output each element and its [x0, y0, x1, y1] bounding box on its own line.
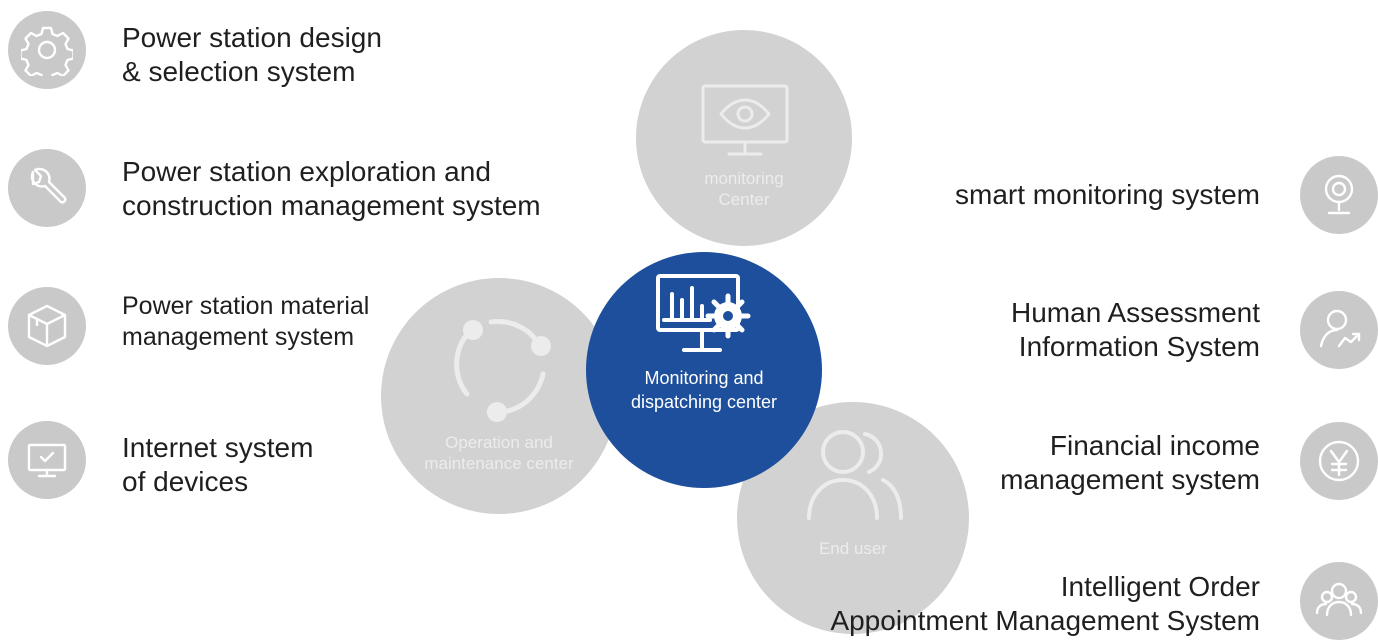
operation-center-hub: Operation and maintenance center — [381, 278, 617, 514]
person-chart-icon — [1300, 291, 1378, 369]
label-line: Internet system — [122, 432, 314, 463]
webcam-icon — [1300, 156, 1378, 234]
label-line: Information System — [1018, 331, 1260, 362]
yen-icon — [1300, 422, 1378, 500]
label-line: Financial income — [1049, 430, 1260, 461]
users-icon — [807, 430, 903, 520]
system-label-order-appointment: Intelligent Order Appointment Management… — [830, 570, 1260, 638]
label-line: Center — [718, 190, 770, 209]
monitoring-center-label: monitoring Center — [636, 168, 852, 210]
operation-center-label: Operation and maintenance center — [381, 432, 617, 474]
label-line: Power station design — [122, 22, 382, 53]
wrench-icon — [8, 149, 86, 227]
label-line: Power station material — [122, 292, 370, 320]
label-line: Power station exploration and — [122, 156, 491, 187]
end-user-label: End user — [737, 538, 969, 559]
label-line: management system — [1000, 464, 1260, 495]
system-label-iot: Internet system of devices — [122, 431, 313, 499]
label-line: & selection system — [122, 56, 356, 87]
label-line: Appointment Management System — [830, 605, 1260, 636]
monitor-check-icon — [8, 421, 86, 499]
label-line: maintenance center — [424, 454, 574, 473]
label-line: Operation and — [445, 433, 553, 452]
system-label-design: Power station design & selection system — [122, 21, 382, 89]
label-line: smart monitoring system — [955, 179, 1260, 210]
group-icon — [1300, 562, 1378, 640]
system-label-material: Power station material management system — [122, 291, 369, 353]
dashboard-gear-icon — [656, 274, 751, 352]
label-line: management system — [122, 323, 355, 351]
label-line: of devices — [122, 466, 249, 497]
cycle-icon — [454, 319, 551, 422]
label-line: Human Assessment — [1011, 297, 1260, 328]
box-icon — [8, 287, 86, 365]
label-line: dispatching center — [630, 392, 778, 412]
dispatching-center-label: Monitoring and dispatching center — [586, 366, 822, 414]
gear-icon — [8, 11, 86, 89]
eye-monitor-icon — [701, 84, 789, 156]
label-line: End user — [818, 539, 888, 558]
dispatching-center-hub: Monitoring and dispatching center — [586, 252, 822, 488]
monitoring-center-hub: monitoring Center — [636, 30, 852, 246]
system-label-human-assessment: Human Assessment Information System — [1011, 296, 1260, 364]
system-label-financial-income: Financial income management system — [1000, 429, 1260, 497]
label-line: construction management system — [122, 190, 541, 221]
system-label-smart-monitoring: smart monitoring system — [955, 178, 1260, 212]
label-line: monitoring — [704, 169, 784, 188]
label-line: Monitoring and — [644, 368, 764, 388]
system-label-exploration: Power station exploration and constructi… — [122, 155, 541, 223]
label-line: Intelligent Order — [1060, 571, 1260, 602]
